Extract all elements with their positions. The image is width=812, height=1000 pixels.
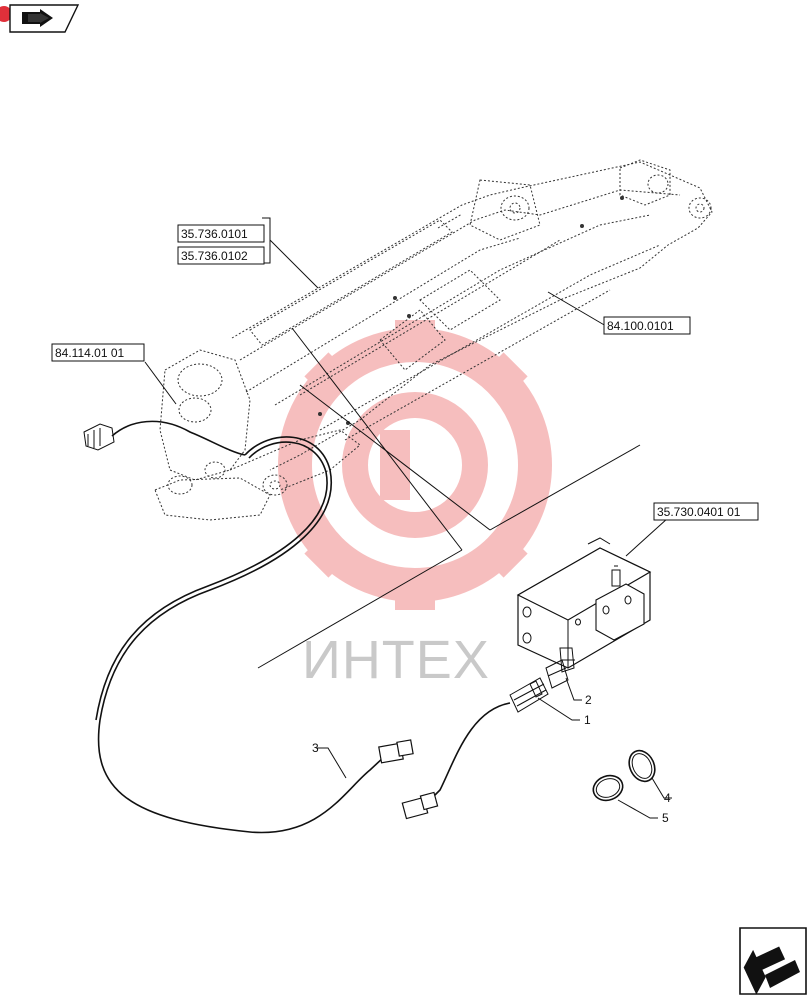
watermark-text: ИНТЕХ: [302, 630, 490, 690]
ref-label-valve-text: 35.730.0401 01: [657, 505, 741, 519]
pressure-sensor: [401, 677, 549, 820]
ref-label-pivot-text: 84.114.01 01: [55, 346, 125, 360]
o-rings: [592, 749, 656, 802]
ref-label-boom[interactable]: 84.100.0101: [603, 316, 691, 335]
valve-block: [516, 537, 652, 669]
section-lines: [257, 327, 641, 669]
next-page-arrow-icon[interactable]: [739, 927, 807, 995]
cable-harness: [95, 436, 414, 834]
pivot-connector: [83, 420, 246, 456]
harness-connector: [378, 739, 414, 764]
ref-label-arm-2[interactable]: 35.736.0102: [177, 246, 265, 265]
callout-1: 1: [584, 713, 591, 727]
ref-label-arm-2-text: 35.736.0102: [181, 249, 248, 263]
boom-assembly: [154, 159, 713, 521]
watermark-logo: [278, 320, 552, 610]
ref-label-pivot[interactable]: 84.114.01 01: [51, 343, 145, 362]
callout-2: 2: [585, 693, 592, 707]
ref-label-boom-text: 84.100.0101: [607, 319, 674, 333]
leader-lines: [144, 217, 672, 819]
callout-5: 5: [662, 811, 669, 825]
section-nav-icon[interactable]: [0, 4, 80, 33]
elbow-fitting: [545, 647, 575, 689]
callout-4: 4: [664, 791, 671, 805]
callout-3: 3: [312, 741, 319, 755]
ref-label-valve[interactable]: 35.730.0401 01: [653, 502, 759, 521]
ref-label-arm-1-text: 35.736.0101: [181, 227, 248, 241]
badge-icon: [0, 6, 12, 22]
ref-label-arm-1[interactable]: 35.736.0101: [177, 224, 265, 243]
